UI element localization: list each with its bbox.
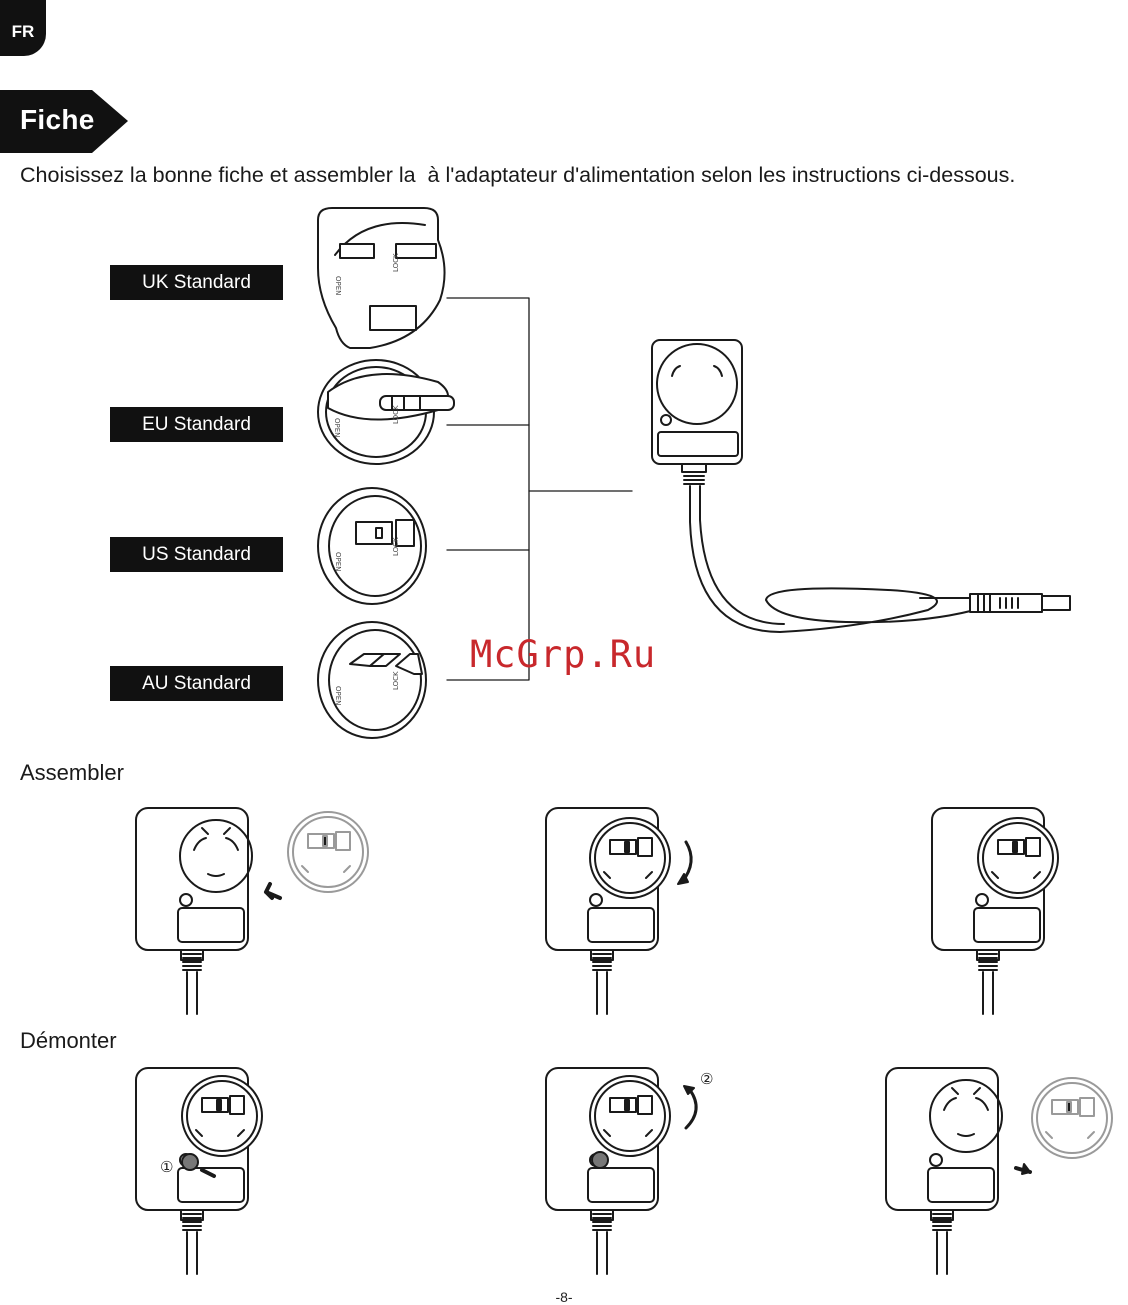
assemble-step-1 <box>136 808 368 1014</box>
connector-lines <box>447 298 632 680</box>
us-plug-open-marking: OPEN <box>334 552 342 571</box>
step2-marker: ② <box>700 1070 713 1088</box>
us-plug-lock-marking: LOCK <box>392 537 400 556</box>
au-plug-open-marking: OPEN <box>334 686 342 705</box>
disassemble-step-1: ① <box>136 1068 262 1274</box>
eu-plug-open-marking: OPEN <box>333 418 341 437</box>
disassemble-step-3 <box>886 1068 1112 1274</box>
disassemble-step-2: ② <box>546 1068 713 1274</box>
au-plug-image: OPEN LOCK <box>318 622 426 738</box>
step1-marker: ① <box>160 1158 173 1176</box>
uk-plug-image: OPEN LOCK <box>318 208 445 348</box>
eu-plug-image: OPEN LOCK <box>318 360 454 464</box>
assemble-step-2 <box>546 808 691 1014</box>
power-adapter-image <box>652 340 1070 632</box>
au-plug-lock-marking: LOCK <box>392 671 400 690</box>
assemble-step-3 <box>932 808 1058 1014</box>
uk-plug-open-marking: OPEN <box>334 276 342 295</box>
us-plug-image: OPEN LOCK <box>318 488 426 604</box>
uk-plug-lock-marking: LOCK <box>392 253 400 272</box>
page-number: -8- <box>0 1289 1128 1305</box>
watermark-text: McGrp.Ru <box>470 633 656 676</box>
eu-plug-lock-marking: LOCK <box>392 405 400 424</box>
